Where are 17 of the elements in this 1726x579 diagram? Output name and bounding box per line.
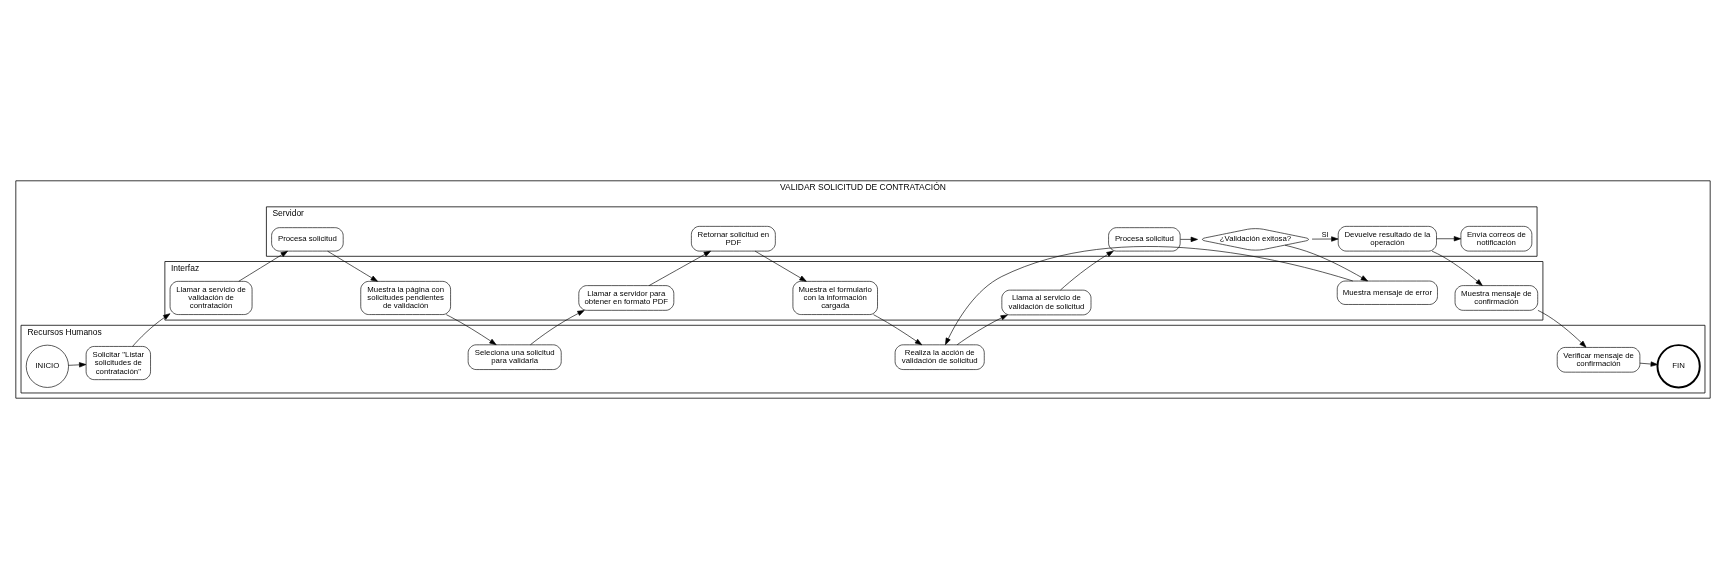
arrow xyxy=(956,314,1008,346)
arrow xyxy=(873,314,923,346)
arrow xyxy=(1060,250,1114,291)
arrow xyxy=(1284,244,1368,282)
arrow xyxy=(445,314,497,346)
arrow xyxy=(1639,361,1658,367)
arrow xyxy=(327,250,378,282)
arrow xyxy=(1180,236,1198,242)
arrow xyxy=(68,362,87,368)
arrow xyxy=(1431,250,1483,286)
arrow xyxy=(1537,310,1587,348)
arrow xyxy=(1436,236,1462,242)
arrow xyxy=(754,250,807,282)
arrow xyxy=(945,246,1354,346)
arrow xyxy=(238,250,288,282)
arrow xyxy=(1311,236,1339,242)
arrow xyxy=(132,313,171,347)
